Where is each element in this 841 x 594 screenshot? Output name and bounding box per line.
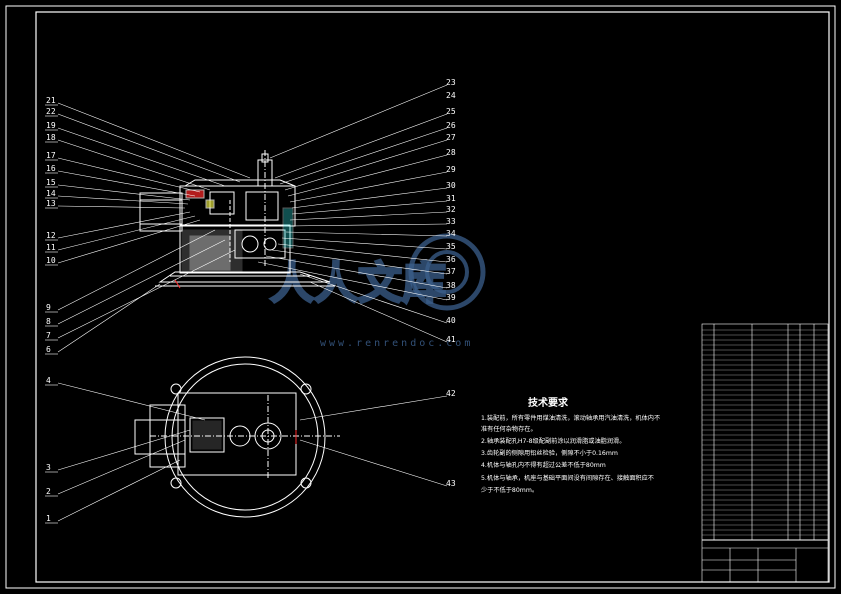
callout: 13: [46, 199, 56, 208]
callout: 27: [446, 133, 456, 142]
callout: 21: [46, 96, 56, 105]
top-view: [134, 356, 340, 518]
tech-requirements-title: 技术要求: [528, 396, 569, 409]
callout: 34: [446, 229, 456, 238]
callouts-left: 21 22 19 18 17 16 15 14 13 12 11 10 9 8 …: [46, 96, 56, 354]
callout: 9: [46, 303, 51, 312]
callout: 19: [46, 121, 56, 130]
tech-line: 准有任何杂物存在。: [481, 425, 537, 433]
watermark-url: www.renrendoc.com: [320, 338, 473, 349]
tech-line: 5.机体与轴承，机座与基础平面间没有间隙存在、接触面积应不: [481, 474, 654, 482]
callout: 39: [446, 293, 456, 302]
callout: 23: [446, 78, 456, 87]
callout: 37: [446, 267, 456, 276]
callout: 15: [46, 178, 56, 187]
watermark: 人人文库 www.renrendoc.com: [269, 233, 486, 349]
callout: 32: [446, 205, 456, 214]
callout: 35: [446, 242, 456, 251]
tech-line: 少于不低于80mm。: [481, 486, 538, 494]
callout: 22: [46, 107, 56, 116]
callout: 38: [446, 281, 456, 290]
callout: 36: [446, 255, 456, 264]
callout: 14: [46, 189, 56, 198]
callout: 43: [446, 479, 456, 488]
drawing-frame: [5, 5, 836, 589]
callout: 33: [446, 217, 456, 226]
callout: 18: [46, 133, 56, 142]
callouts-bottom-right: 42 43: [446, 389, 456, 488]
tech-line: 1.装配前，所有零件用煤油清洗，滚动轴承用汽油清洗，机体内不: [481, 414, 660, 422]
callout: 8: [46, 317, 51, 326]
callout: 29: [446, 165, 456, 174]
callout: 25: [446, 107, 456, 116]
callout: 7: [46, 331, 51, 340]
callout: 30: [446, 181, 456, 190]
callout: 10: [46, 256, 56, 265]
callout: 1: [46, 514, 51, 523]
technical-requirements: 技术要求 1.装配前，所有零件用煤油清洗，滚动轴承用汽油清洗，机体内不 准有任何…: [481, 396, 660, 494]
callout: 6: [46, 345, 51, 354]
front-view-assembly: [139, 150, 335, 289]
callout: 17: [46, 151, 56, 160]
callout: 3: [46, 463, 51, 472]
callout: 41: [446, 335, 456, 344]
callout: 40: [446, 316, 456, 325]
callout: 42: [446, 389, 456, 398]
parts-list-table: [701, 323, 829, 583]
callout: 12: [46, 231, 56, 240]
callout: 28: [446, 148, 456, 157]
callouts-bottom-left: 4 3 2 1: [46, 376, 51, 523]
tech-line: 4.机体与轴孔内不得有超过公差不低于80mm: [481, 461, 606, 469]
callout: 16: [46, 164, 56, 173]
callout: 24: [446, 91, 456, 100]
leader-lines: [45, 84, 448, 524]
callout: 31: [446, 194, 456, 203]
callout: 26: [446, 121, 456, 130]
tech-line: 2.轴承装配孔H7-8级配副前涂以润滑脂或油脂润滑。: [481, 437, 625, 445]
callout: 4: [46, 376, 51, 385]
tech-line: 3.齿轮副的侧隙用铅丝检验，侧隙不小于0.16mm: [481, 449, 618, 457]
callout: 2: [46, 487, 51, 496]
callouts-right: 23 24 25 26 27 28 29 30 31 32 33 34 35 3…: [446, 78, 456, 344]
callout: 11: [46, 243, 56, 252]
watermark-brand: 人人文库: [270, 258, 446, 309]
